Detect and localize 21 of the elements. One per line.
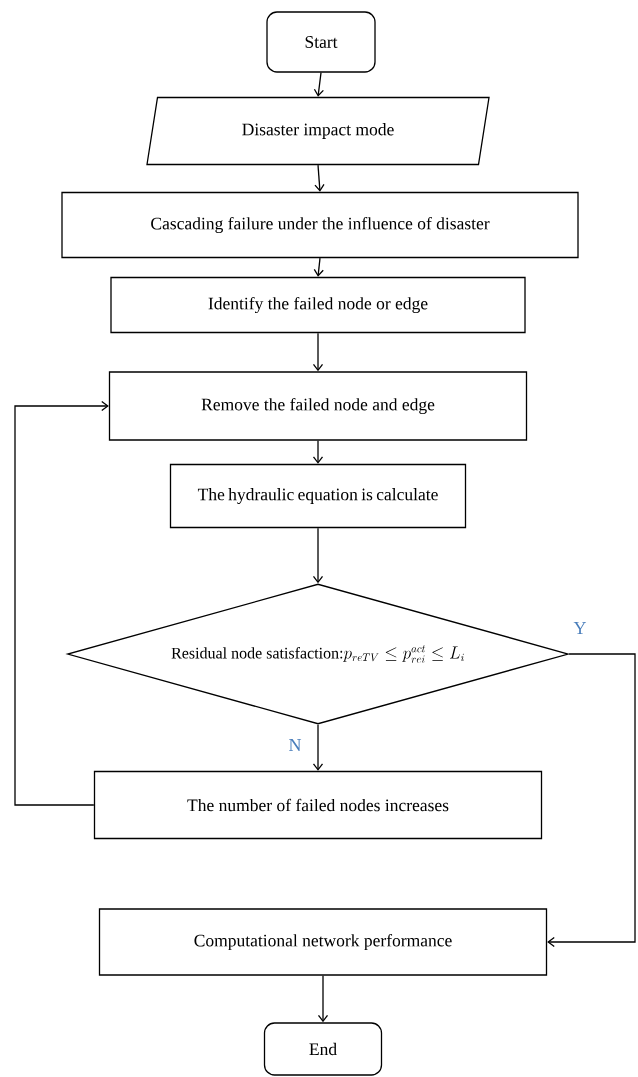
arrow <box>317 975 329 1023</box>
process-box: The number of failed nodes increases <box>93 770 543 840</box>
arrow <box>312 440 324 464</box>
input-parallelogram: Disaster impact mode <box>146 96 490 166</box>
process-box: Computational network performance <box>98 908 548 976</box>
process-box: Identify the failed node or edge <box>110 276 526 334</box>
arrow <box>314 164 325 192</box>
arrow <box>312 527 324 584</box>
edge-label: N <box>287 738 303 752</box>
process-box: Cascading failure under the influence of disaster <box>61 191 579 259</box>
arrow <box>313 257 324 277</box>
arrow <box>312 332 324 372</box>
edge-label: Y <box>572 621 588 635</box>
process-box: Remove the failed node and edge <box>108 371 528 441</box>
terminal-box: End <box>263 1022 383 1076</box>
arrow <box>14 400 109 806</box>
process-box: The hydraulic equation is calculate <box>169 463 467 529</box>
arrow <box>313 72 324 97</box>
terminal-box: Start <box>266 11 376 73</box>
arrow <box>547 653 636 948</box>
arrow <box>312 724 324 771</box>
